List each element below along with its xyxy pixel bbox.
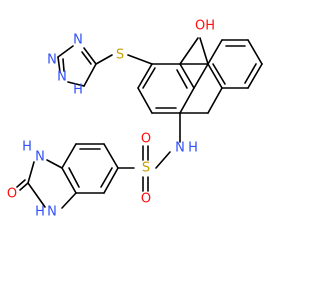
- amide-n-label: N: [175, 141, 185, 156]
- imid-nh-bottom-h-label: H: [35, 205, 45, 220]
- molecule-canvas: OH S N N N H N H S O O N H N H O: [7, 19, 263, 220]
- imid-nh-top-label: N: [35, 150, 45, 165]
- naphthalene-ring-b: [179, 39, 263, 114]
- sulfonamide-bond: [155, 151, 171, 169]
- naphthalene-ring-a: [137, 37, 199, 114]
- triazole-n-top-label: N: [73, 33, 83, 48]
- triazole-nh-h-label: H: [73, 83, 83, 98]
- imid-nh-top-h-label: H: [22, 140, 32, 155]
- carbonyl-bond-2: [16, 179, 26, 188]
- sulfonyl-o-top-label: O: [141, 132, 151, 147]
- carbonyl-bond: [19, 182, 29, 191]
- hydroxyl-label: OH: [195, 19, 215, 34]
- thioether-bond-left: [95, 54, 113, 65]
- molecule-structure: OH S N N N H N H S O O N H N H O: [7, 19, 263, 220]
- carbonyl-oxygen-label: O: [7, 187, 17, 202]
- imid-nh-bottom-label: N: [47, 205, 57, 220]
- triazole-ring: [57, 45, 97, 87]
- triazole-nh-label: N: [57, 70, 67, 85]
- imidazolone-ring: [27, 159, 77, 209]
- triazole-n-left-label: N: [47, 53, 57, 68]
- thioether-bond-right: [127, 54, 153, 65]
- hydroxyl-bond: [199, 37, 209, 65]
- benzimidazole-benzene-ring: [61, 143, 119, 194]
- amide-h-label: H: [188, 141, 198, 156]
- sulfonyl-o-bottom-label: O: [141, 192, 151, 207]
- thioether-sulfur-label: S: [116, 48, 124, 63]
- sulfonyl-sulfur-label: S: [142, 161, 150, 176]
